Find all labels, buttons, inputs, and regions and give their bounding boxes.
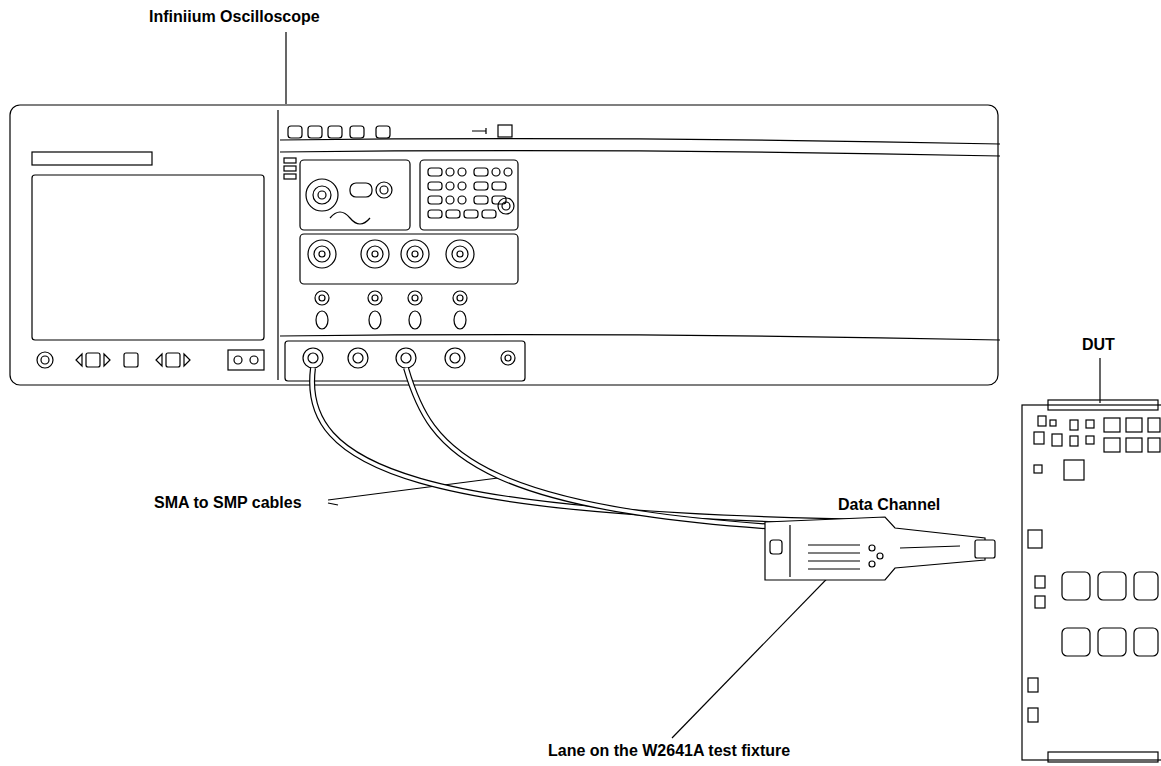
callout-label: Infiniium Oscilloscope <box>147 6 322 27</box>
callout-label: DUT <box>1080 334 1117 355</box>
callout-label: Data Channel <box>836 494 942 515</box>
oscilloscope-drawing <box>10 105 1000 385</box>
leader-line <box>328 503 338 505</box>
leader-line <box>285 32 286 104</box>
test-fixture-drawing <box>765 517 995 580</box>
leader-line <box>1099 358 1100 403</box>
callout-label: SMA to SMP cables <box>152 492 304 513</box>
leader-line <box>672 553 852 738</box>
callout-label: Lane on the W2641A test fixture <box>546 740 792 761</box>
dut-board-drawing <box>1022 400 1161 762</box>
cable-drawing <box>312 368 885 532</box>
